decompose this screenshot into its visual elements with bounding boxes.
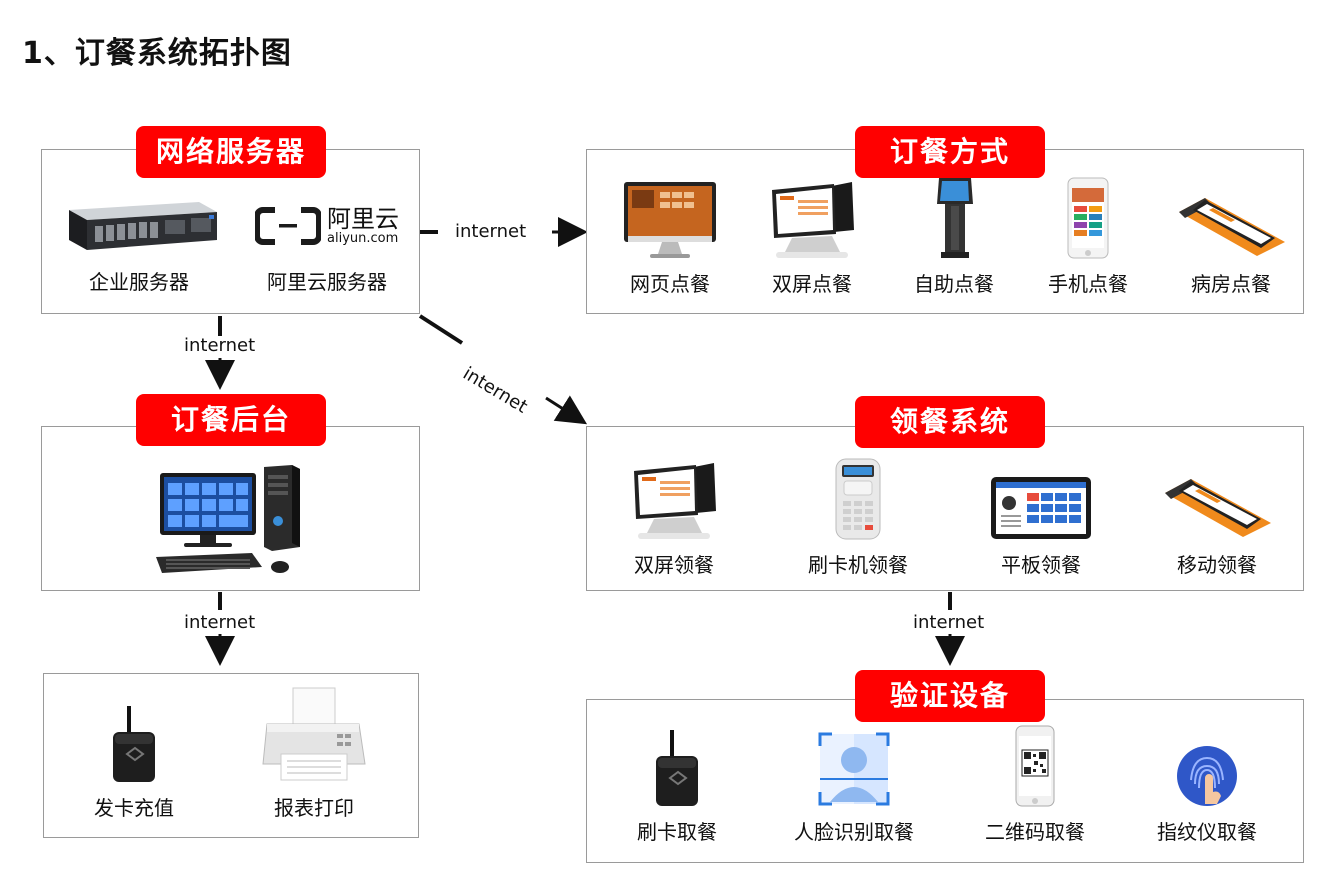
card-pickup-item: 刷卡取餐 bbox=[617, 722, 737, 845]
connector-label: internet bbox=[184, 335, 256, 356]
verification-devices-badge: 验证设备 bbox=[855, 670, 1045, 722]
qr-code-phone-icon bbox=[1015, 725, 1055, 807]
dual-screen-ordering-item: 双屏点餐 bbox=[747, 180, 877, 297]
ward-ordering-item: 病房点餐 bbox=[1163, 180, 1299, 297]
network-server-badge: 网络服务器 bbox=[136, 126, 326, 178]
dual-screen-terminal-icon bbox=[634, 463, 716, 539]
web-ordering-item: 网页点餐 bbox=[605, 180, 735, 297]
tablet-icon bbox=[991, 477, 1091, 539]
self-service-kiosk-icon bbox=[937, 178, 973, 258]
card-print-panel: 发卡充值 报表打印 bbox=[43, 673, 419, 838]
report-print-item: 报表打印 bbox=[244, 682, 384, 821]
item-label: 自助点餐 bbox=[914, 272, 994, 296]
aliyun-logo-name: 阿里云 bbox=[327, 205, 399, 233]
card-issue-item: 发卡充值 bbox=[74, 692, 194, 821]
tablet-pickup-item: 平板领餐 bbox=[973, 459, 1109, 578]
ordering-backend-badge: 订餐后台 bbox=[136, 394, 326, 446]
mobile-ordering-item: 手机点餐 bbox=[1023, 177, 1153, 297]
dual-screen-terminal-icon bbox=[772, 182, 854, 258]
rack-server-icon bbox=[69, 202, 217, 250]
network-server-panel: 企业服务器 阿里云 aliyun.com 阿里云服务器 bbox=[41, 149, 420, 314]
enterprise-server-item: 企业服务器 bbox=[54, 170, 224, 295]
item-label: 阿里云服务器 bbox=[267, 270, 387, 294]
meal-pickup-badge: 领餐系统 bbox=[855, 396, 1045, 448]
card-reader-machine-icon bbox=[835, 458, 881, 540]
item-label: 人脸识别取餐 bbox=[794, 820, 914, 844]
face-recognition-icon bbox=[818, 732, 890, 806]
aliyun-logo-domain: aliyun.com bbox=[327, 231, 399, 246]
desktop-monitor-icon bbox=[624, 182, 716, 258]
kiosk-ordering-item: 自助点餐 bbox=[889, 178, 1019, 297]
item-label: 企业服务器 bbox=[89, 270, 189, 294]
item-label: 双屏领餐 bbox=[634, 553, 714, 577]
ordering-backend-panel bbox=[41, 426, 420, 591]
item-label: 移动领餐 bbox=[1177, 553, 1257, 577]
mobile-pickup-item: 移动领餐 bbox=[1149, 459, 1285, 578]
dual-screen-pickup-item: 双屏领餐 bbox=[607, 459, 741, 578]
handheld-pos-icon bbox=[1165, 479, 1271, 537]
item-label: 指纹仪取餐 bbox=[1157, 820, 1257, 844]
item-label: 刷卡取餐 bbox=[637, 820, 717, 844]
item-label: 发卡充值 bbox=[94, 796, 174, 820]
face-recognition-pickup-item: 人脸识别取餐 bbox=[779, 722, 929, 845]
meal-pickup-panel: 双屏领餐 刷卡机领餐 bbox=[586, 426, 1304, 591]
aliyun-logo-icon: 阿里云 aliyun.com bbox=[255, 206, 399, 246]
mobile-phone-icon bbox=[1067, 177, 1109, 259]
printer-icon bbox=[262, 687, 366, 781]
arrow-server-to-pickup bbox=[418, 314, 464, 345]
item-label: 报表打印 bbox=[274, 796, 354, 820]
page-title: 1、订餐系统拓扑图 bbox=[22, 36, 292, 71]
card-reader-icon bbox=[113, 706, 155, 782]
item-label: 平板领餐 bbox=[1001, 553, 1081, 577]
handheld-pos-icon bbox=[1179, 198, 1285, 256]
connector-label: internet bbox=[455, 221, 527, 242]
fingerprint-pickup-item: 指纹仪取餐 bbox=[1137, 722, 1277, 845]
connector-label: internet bbox=[184, 612, 256, 633]
qr-code-pickup-item: 二维码取餐 bbox=[965, 722, 1105, 845]
item-label: 病房点餐 bbox=[1191, 272, 1271, 296]
fingerprint-icon bbox=[1177, 746, 1237, 806]
verification-devices-panel: 刷卡取餐 人脸识别取餐 二维码取餐 bbox=[586, 699, 1304, 863]
backend-computer-item bbox=[142, 461, 322, 581]
ordering-methods-panel: 网页点餐 双屏点餐 自助点餐 bbox=[586, 149, 1304, 314]
desktop-computer-icon bbox=[156, 465, 300, 573]
card-machine-pickup-item: 刷卡机领餐 bbox=[783, 458, 933, 578]
item-label: 双屏点餐 bbox=[772, 272, 852, 296]
ordering-methods-badge: 订餐方式 bbox=[855, 126, 1045, 178]
card-reader-icon bbox=[656, 730, 698, 806]
item-label: 手机点餐 bbox=[1048, 272, 1128, 296]
item-label: 二维码取餐 bbox=[985, 820, 1085, 844]
item-label: 刷卡机领餐 bbox=[808, 553, 908, 577]
item-label: 网页点餐 bbox=[630, 272, 710, 296]
connector-label: internet bbox=[913, 612, 985, 633]
aliyun-server-item: 阿里云 aliyun.com 阿里云服务器 bbox=[242, 170, 412, 295]
